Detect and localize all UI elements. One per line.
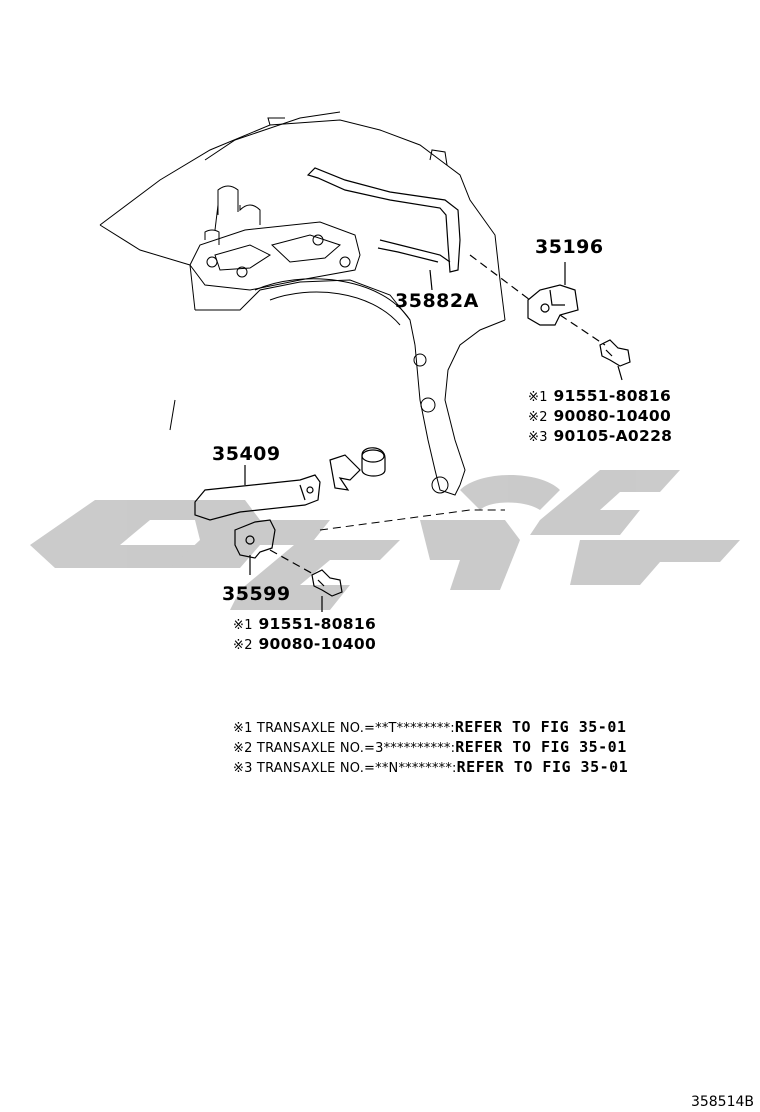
transaxle-housing xyxy=(99,111,506,531)
lever-35409 xyxy=(194,447,386,521)
part-number[interactable]: 91551-80816 xyxy=(553,387,672,405)
part-label-35409: 35409 xyxy=(212,443,281,465)
part-number[interactable]: 90105-A0228 xyxy=(553,427,673,445)
part-label-35196: 35196 xyxy=(535,236,604,258)
note-3: ※3 TRANSAXLE NO.=**N********:REFER TO FI… xyxy=(233,758,629,776)
refer-link[interactable]: REFER TO FIG 35-01 xyxy=(456,758,629,776)
part-label-35882A: 35882A xyxy=(395,290,479,312)
note-1: ※1 TRANSAXLE NO.=**T********:REFER TO FI… xyxy=(233,718,627,736)
refer-link[interactable]: REFER TO FIG 35-01 xyxy=(454,718,627,736)
part-label-35599: 35599 xyxy=(222,583,291,605)
refer-link[interactable]: REFER TO FIG 35-01 xyxy=(455,738,627,756)
breather-hose xyxy=(306,167,461,291)
bolt-upper xyxy=(599,339,631,381)
bolt-lower xyxy=(311,569,343,612)
note-2: ※2 TRANSAXLE NO.=3**********:REFER TO FI… xyxy=(233,738,627,756)
part-number[interactable]: 90080-10400 xyxy=(258,635,377,653)
ref-upper-2: ※2 90080-10400 xyxy=(528,407,672,425)
ref-lower-1: ※1 91551-80816 xyxy=(233,615,377,633)
figure-code: 358514B xyxy=(690,1094,754,1110)
ref-lower-2: ※2 90080-10400 xyxy=(233,635,377,653)
ref-upper-3: ※3 90105-A0228 xyxy=(528,427,673,445)
bracket-35599 xyxy=(234,519,316,576)
part-number[interactable]: 90080-10400 xyxy=(553,407,672,425)
bracket-35196 xyxy=(469,254,606,346)
part-number[interactable]: 91551-80816 xyxy=(258,615,377,633)
ref-upper-1: ※1 91551-80816 xyxy=(528,387,672,405)
watermark-logo xyxy=(30,470,740,610)
